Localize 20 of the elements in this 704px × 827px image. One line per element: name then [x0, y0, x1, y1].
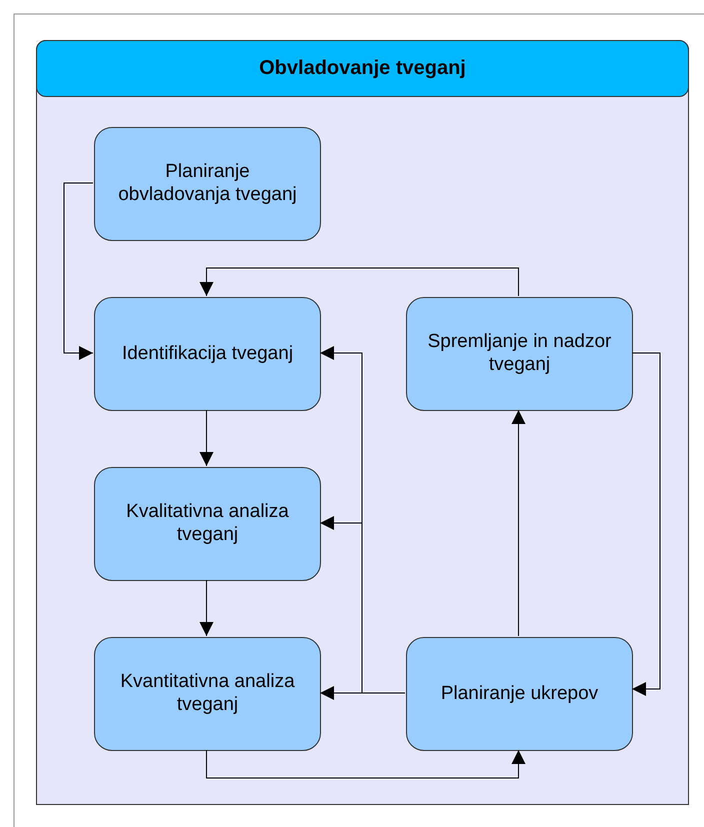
arrow: [200, 580, 214, 636]
process-box: [94, 297, 321, 411]
arrow: [632, 352, 660, 696]
process-box: [94, 127, 321, 241]
arrow: [200, 410, 214, 466]
process-box: [406, 297, 633, 411]
process-box: [94, 637, 321, 751]
box-label: Planiranje obvladovanja tveganj: [117, 161, 298, 207]
box-label: Identifikacija tveganj: [120, 342, 294, 366]
box-label: Kvantitativna analiza tveganj: [119, 671, 296, 717]
box-label: Planiranje ukrepov: [440, 682, 600, 706]
process-box: [406, 637, 633, 751]
arrow: [512, 410, 526, 636]
panel-title: Obvladovanje tveganj: [36, 40, 689, 97]
box-label: Kvalitativna analiza tveganj: [125, 501, 290, 547]
arrow: [64, 182, 94, 360]
process-box: [94, 467, 321, 581]
arrow: [206, 750, 526, 778]
box-label: Spremljanje in nadzor tveganj: [426, 331, 612, 377]
arrow: [200, 268, 519, 296]
